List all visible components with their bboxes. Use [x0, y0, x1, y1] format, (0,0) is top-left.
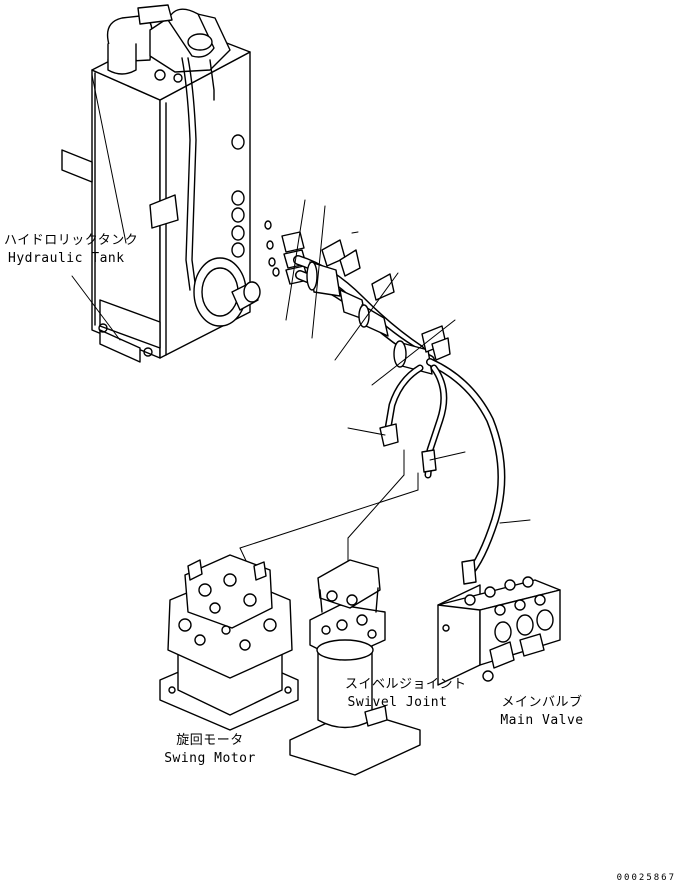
- hose-bundle: [293, 239, 506, 585]
- o-rings: [264, 220, 280, 277]
- swing-motor-drawing: [159, 554, 299, 731]
- swivel-joint-drawing: [289, 559, 421, 776]
- swing-motor-label-jp: 旋回モータ: [176, 733, 244, 748]
- leader-lines: [71, 74, 531, 609]
- swing-motor-label-en: Swing Motor: [164, 751, 256, 766]
- main-valve-label-jp: メインバルブ: [501, 695, 583, 710]
- swivel-joint-label-jp: スイベルジョイント: [345, 677, 467, 692]
- hydraulic-tank-label-jp: ハイドロリックタンク: [4, 233, 139, 248]
- document-number: 00025867: [616, 873, 676, 883]
- hydraulic-tank-label-en: Hydraulic Tank: [8, 251, 125, 266]
- swivel-joint-label-en: Swivel Joint: [347, 695, 448, 710]
- hydraulic-tank-drawing: [61, 4, 261, 363]
- main-valve-label-en: Main Valve: [500, 713, 584, 728]
- main-valve-drawing: [437, 576, 561, 686]
